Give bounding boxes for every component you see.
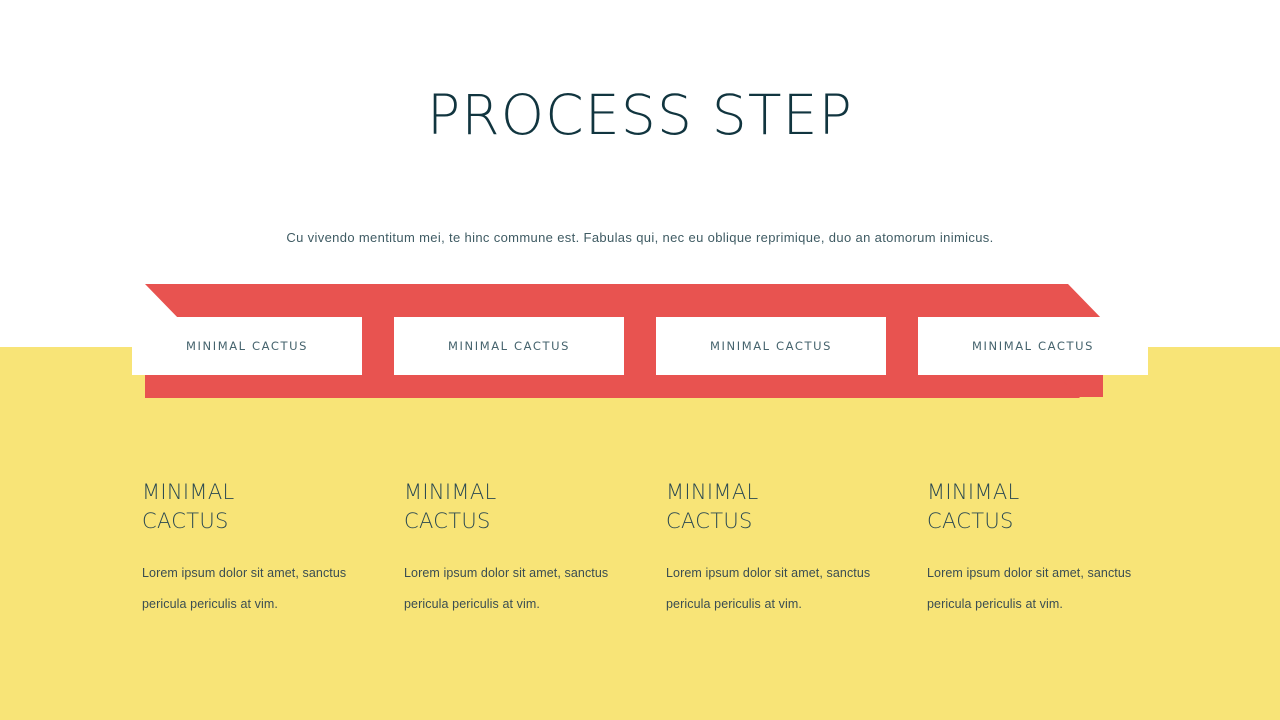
column-heading: MINIMAL CACTUS [927, 480, 1020, 533]
step-card-2[interactable]: MINIMAL CACTUS [394, 317, 624, 375]
step-card-3[interactable]: MINIMAL CACTUS [656, 317, 886, 375]
description-column-1: MINIMAL CACTUS Lorem ipsum dolor sit ame… [142, 478, 382, 620]
column-heading: MINIMAL CACTUS [666, 480, 759, 533]
column-body-text: Lorem ipsum dolor sit amet, sanctus peri… [404, 566, 609, 611]
column-heading: MINIMAL CACTUS [142, 480, 235, 533]
column-heading: MINIMAL CACTUS [404, 480, 497, 533]
step-card-label: MINIMAL CACTUS [185, 339, 309, 353]
step-card-list: MINIMAL CACTUS MINIMAL CACTUS MINIMAL CA… [0, 317, 1280, 375]
description-column-2: MINIMAL CACTUS Lorem ipsum dolor sit ame… [404, 478, 644, 620]
column-body-text: Lorem ipsum dolor sit amet, sanctus peri… [666, 566, 871, 611]
column-body-text: Lorem ipsum dolor sit amet, sanctus peri… [142, 566, 347, 611]
step-card-label: MINIMAL CACTUS [709, 339, 833, 353]
description-column-list: MINIMAL CACTUS Lorem ipsum dolor sit ame… [0, 478, 1280, 638]
yellow-background-panel [0, 347, 1280, 720]
step-card-label: MINIMAL CACTUS [971, 339, 1095, 353]
description-column-3: MINIMAL CACTUS Lorem ipsum dolor sit ame… [666, 478, 906, 620]
page-subtitle: Cu vivendo mentitum mei, te hinc commune… [286, 230, 994, 245]
step-card-1[interactable]: MINIMAL CACTUS [132, 317, 362, 375]
step-card-label: MINIMAL CACTUS [447, 339, 571, 353]
description-column-4: MINIMAL CACTUS Lorem ipsum dolor sit ame… [927, 478, 1167, 620]
column-body-text: Lorem ipsum dolor sit amet, sanctus peri… [927, 566, 1132, 611]
step-card-4[interactable]: MINIMAL CACTUS [918, 317, 1148, 375]
ribbon-top-bar [145, 284, 1103, 320]
page-title: PROCESS STEP [427, 83, 853, 147]
